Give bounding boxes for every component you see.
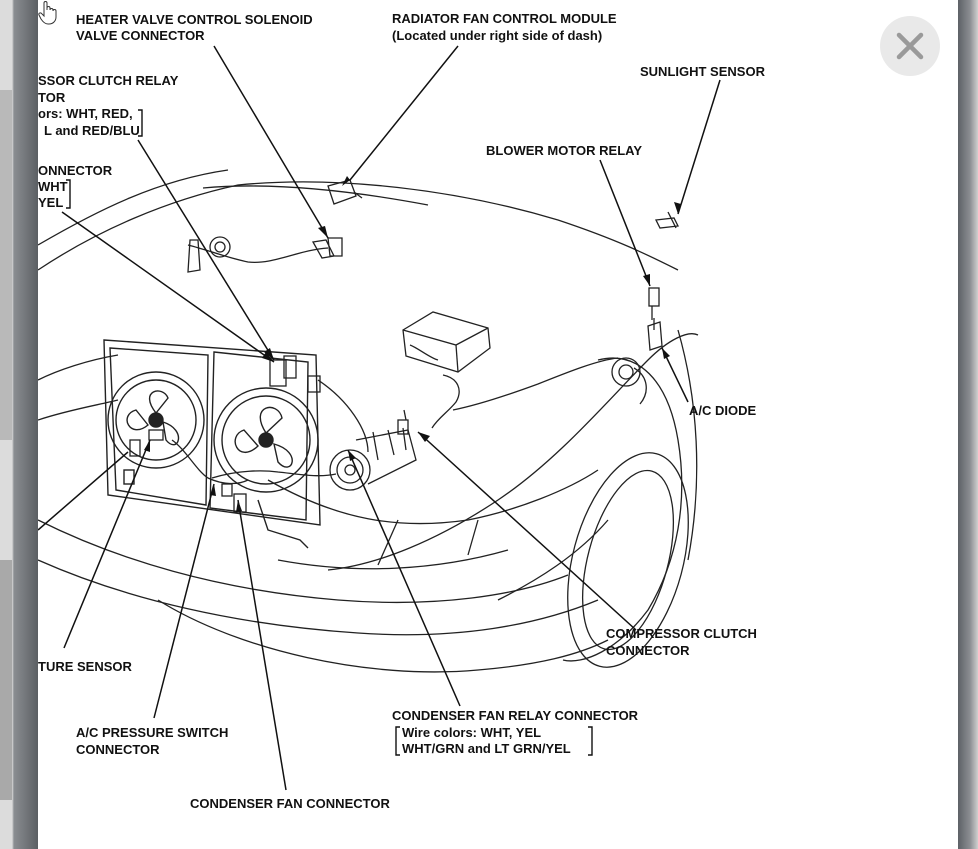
pressure-switch-label-line1: A/C PRESSURE SWITCH [76,725,228,740]
condenser-fan-relay-label-line1: CONDENSER FAN RELAY CONNECTOR [392,708,639,723]
background-right-edge [958,0,978,849]
radiator-fan-module-label-line1: RADIATOR FAN CONTROL MODULE [392,11,617,26]
hand-pointer-icon [38,1,57,25]
temperature-sensor-label: TURE SENSOR [38,659,133,674]
radiator-fan-assembly [103,339,321,549]
heater-valve-label-line1: HEATER VALVE CONTROL SOLENOID [76,12,313,27]
background-left-edge [0,0,38,849]
leader-lines [38,45,721,791]
connector-label-line1: ONNECTOR [38,163,113,178]
ac-component-diagram: HEATER VALVE CONTROL SOLENOID VALVE CONN… [38,11,766,811]
close-icon [896,32,924,60]
pressure-switch-label-line2: CONNECTOR [76,742,160,757]
background-strip [0,90,12,440]
condenser-fan-relay-label-line2: Wire colors: WHT, YEL [402,725,541,740]
compressor-clutch-relay-label-line1: SSOR CLUTCH RELAY [38,73,179,88]
connector-label-line2: WHT [38,179,68,194]
image-viewer-modal: HEATER VALVE CONTROL SOLENOID VALVE CONN… [38,0,958,849]
background-strip [0,560,12,800]
close-button[interactable] [880,16,940,76]
components [129,179,679,513]
heater-valve-label-line2: VALVE CONNECTOR [76,28,205,43]
compressor-clutch-connector-label-line1: COMPRESSOR CLUTCH [606,626,757,641]
compressor-clutch-relay-label-line3: ors: WHT, RED, [38,106,133,121]
condenser-fan-connector-label: CONDENSER FAN CONNECTOR [190,796,390,811]
blower-motor-relay-label: BLOWER MOTOR RELAY [486,143,642,158]
label-brackets [66,109,593,756]
condenser-fan-relay-label-line3: WHT/GRN and LT GRN/YEL [402,741,571,756]
compressor-clutch-relay-label-line4: L and RED/BLU [44,123,140,138]
compressor-clutch-connector-label-line2: CONNECTOR [606,643,690,658]
sunlight-sensor-label: SUNLIGHT SENSOR [640,64,766,79]
radiator-fan-module-label-line2: (Located under right side of dash) [392,28,602,43]
connector-label-line3: YEL [38,195,63,210]
compressor-clutch-relay-label-line2: TOR [38,90,66,105]
ac-diode-label: A/C DIODE [689,403,757,418]
leader-arrowheads [144,176,681,512]
car-body-outline [38,169,699,673]
